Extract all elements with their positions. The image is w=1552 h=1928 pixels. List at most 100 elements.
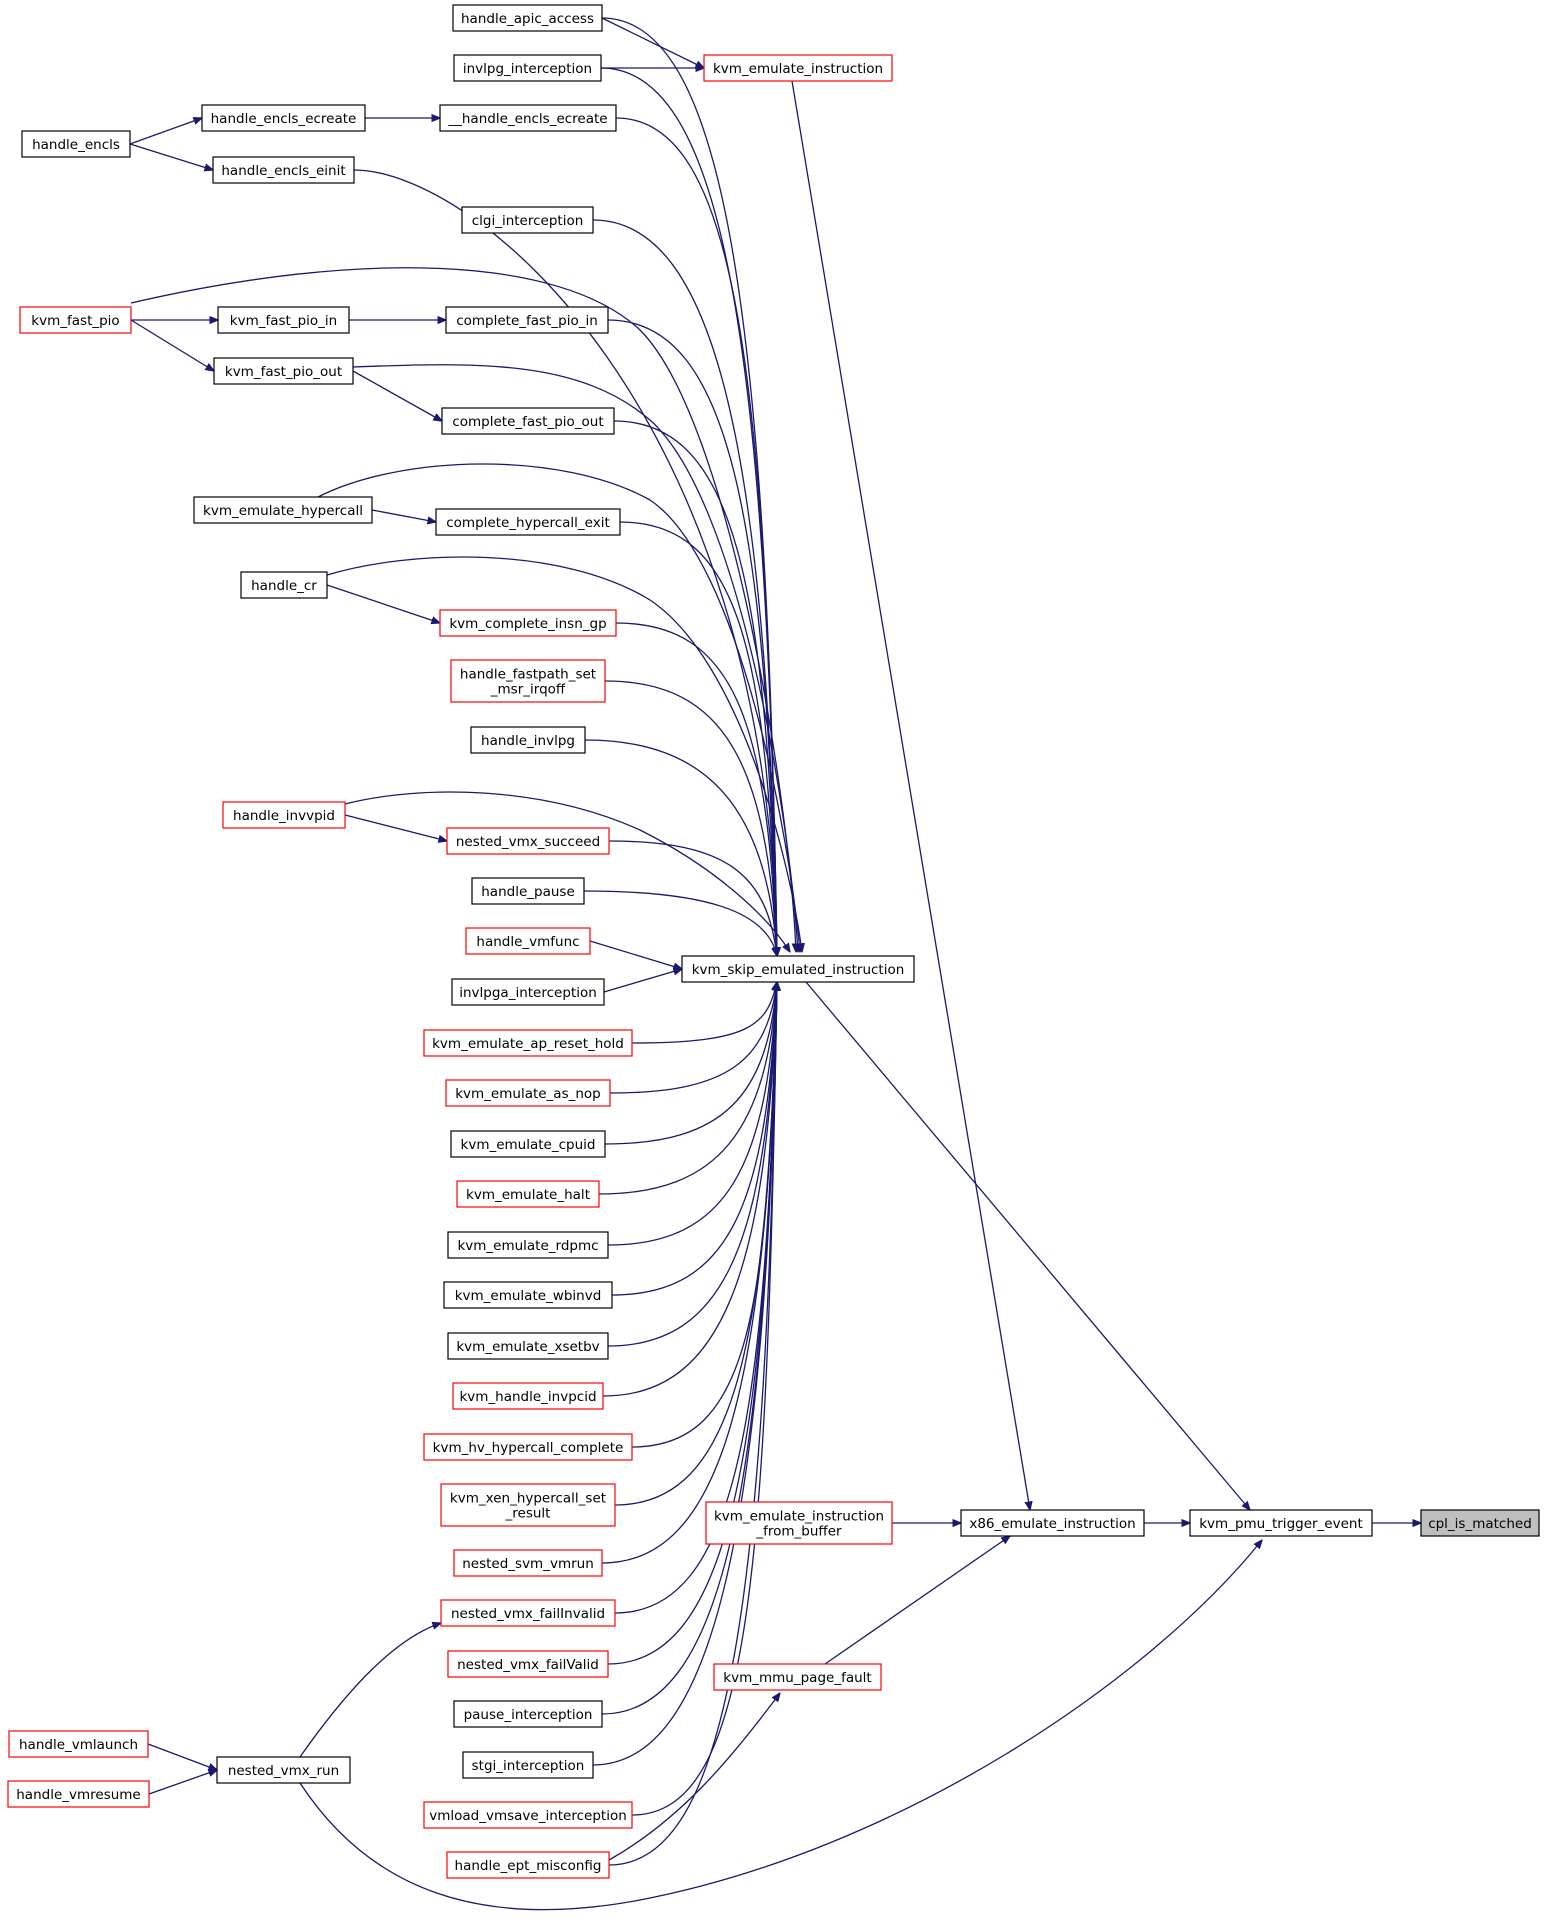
node-handle_vmlaunch[interactable]: handle_vmlaunch: [8, 1730, 149, 1758]
edge-handle_apic_access-to-kvm_skip_emulated_instruction: [601, 17, 777, 956]
node-kvm_emulate_cpuid[interactable]: kvm_emulate_cpuid: [450, 1130, 606, 1158]
node-label: kvm_xen_hypercall_set: [450, 1491, 606, 1507]
node-label: kvm_emulate_ap_reset_hold: [432, 1036, 624, 1052]
node-kvm_hv_hypercall_complete[interactable]: kvm_hv_hypercall_complete: [423, 1433, 633, 1461]
node-handle_vmfunc[interactable]: handle_vmfunc: [465, 927, 591, 955]
edge-kvm_fast_pio_out-to-kvm_skip_emulated_instruction: [352, 364, 798, 952]
node-clgi_interception[interactable]: clgi_interception: [461, 206, 594, 234]
node-kvm_emulate_instruction_from_buffer[interactable]: kvm_emulate_instruction_from_buffer: [705, 1501, 893, 1545]
node-label: kvm_fast_pio: [31, 313, 119, 329]
node-kvm_emulate_rdpmc[interactable]: kvm_emulate_rdpmc: [447, 1231, 609, 1259]
edge-kvm_emulate_hypercall-to-complete_hypercall_exit: [371, 509, 436, 522]
edge-invlpg_interception-to-kvm_skip_emulated_instruction: [600, 67, 777, 956]
node-kvm_mmu_page_fault[interactable]: kvm_mmu_page_fault: [713, 1663, 882, 1691]
edge-kvm_emulate_instruction-to-x86_emulate_instruction: [791, 80, 1030, 1510]
node-complete_fast_pio_in[interactable]: complete_fast_pio_in: [445, 306, 609, 334]
node-nested_vmx_failInvalid[interactable]: nested_vmx_failInvalid: [440, 1599, 616, 1627]
node-label: handle_vmlaunch: [19, 1737, 138, 1753]
node-kvm_emulate_as_nop[interactable]: kvm_emulate_as_nop: [445, 1079, 611, 1107]
edge-handle_encls-to-handle_encls_ecreate: [129, 118, 202, 145]
node-kvm_xen_hypercall_set_result[interactable]: kvm_xen_hypercall_set_result: [440, 1483, 616, 1527]
node-stgi_interception[interactable]: stgi_interception: [462, 1751, 594, 1779]
node-__handle_encls_ecreate[interactable]: __handle_encls_ecreate: [439, 104, 617, 132]
node-label: clgi_interception: [472, 213, 584, 229]
node-pause_interception[interactable]: pause_interception: [453, 1700, 603, 1728]
node-label: kvm_emulate_as_nop: [455, 1086, 601, 1102]
node-complete_fast_pio_out[interactable]: complete_fast_pio_out: [441, 407, 615, 435]
node-handle_encls_einit[interactable]: handle_encls_einit: [212, 156, 355, 184]
node-handle_fastpath_set_msr_irqoff[interactable]: handle_fastpath_set_msr_irqoff: [450, 659, 606, 703]
node-label: nested_vmx_run: [228, 1763, 339, 1779]
node-invlpga_interception[interactable]: invlpga_interception: [451, 978, 605, 1006]
edge-pause_interception-to-kvm_skip_emulated_instruction: [601, 982, 777, 1715]
node-label: pause_interception: [464, 1707, 593, 1723]
node-label: complete_fast_pio_out: [452, 414, 603, 430]
node-handle_ept_misconfig[interactable]: handle_ept_misconfig: [446, 1851, 610, 1879]
node-label: _result: [505, 1506, 551, 1522]
node-label: kvm_pmu_trigger_event: [1199, 1516, 1363, 1532]
edge-kvm_emulate_xsetbv-to-kvm_skip_emulated_instruction: [607, 982, 777, 1347]
node-handle_invlpg[interactable]: handle_invlpg: [470, 726, 586, 754]
edge-kvm_skip_emulated_instruction-to-kvm_pmu_trigger_event: [805, 981, 1250, 1510]
edge-kvm_emulate_cpuid-to-kvm_skip_emulated_instruction: [604, 982, 777, 1145]
node-label: kvm_mmu_page_fault: [723, 1670, 871, 1686]
node-kvm_emulate_wbinvd[interactable]: kvm_emulate_wbinvd: [443, 1281, 613, 1309]
node-nested_svm_vmrun[interactable]: nested_svm_vmrun: [453, 1549, 603, 1577]
node-kvm_pmu_trigger_event[interactable]: kvm_pmu_trigger_event: [1189, 1509, 1373, 1537]
edges-layer: [129, 17, 1421, 1911]
node-kvm_handle_invpcid[interactable]: kvm_handle_invpcid: [452, 1382, 604, 1410]
edge-__handle_encls_ecreate-to-kvm_skip_emulated_instruction: [615, 117, 777, 956]
node-label: kvm_emulate_cpuid: [461, 1137, 596, 1153]
node-kvm_fast_pio_in[interactable]: kvm_fast_pio_in: [217, 306, 350, 334]
edge-handle_ept_misconfig-to-kvm_skip_emulated_instruction: [608, 982, 777, 1866]
node-vmload_vmsave_interception[interactable]: vmload_vmsave_interception: [423, 1801, 633, 1829]
node-label: _msr_irqoff: [490, 682, 566, 698]
node-label: handle_encls_ecreate: [211, 111, 357, 127]
edge-kvm_emulate_hypercall-to-kvm_skip_emulated_instruction: [317, 463, 800, 952]
node-kvm_complete_insn_gp[interactable]: kvm_complete_insn_gp: [439, 609, 617, 637]
edge-nested_vmx_run-to-kvm_pmu_trigger_event: [299, 1540, 1262, 1911]
node-handle_encls_ecreate[interactable]: handle_encls_ecreate: [201, 104, 366, 132]
node-label: handle_pause: [481, 884, 575, 900]
node-invlpg_interception[interactable]: invlpg_interception: [453, 54, 602, 82]
node-kvm_emulate_hypercall[interactable]: kvm_emulate_hypercall: [193, 496, 373, 524]
node-kvm_emulate_instruction[interactable]: kvm_emulate_instruction: [703, 54, 893, 82]
node-nested_vmx_succeed[interactable]: nested_vmx_succeed: [446, 827, 610, 855]
edge-complete_fast_pio_out-to-kvm_skip_emulated_instruction: [613, 420, 777, 956]
node-handle_pause[interactable]: handle_pause: [471, 877, 585, 905]
nodes-layer: cpl_is_matched kvm_pmu_trigger_event x86_e…: [7, 4, 1540, 1879]
node-x86_emulate_instruction[interactable]: x86_emulate_instruction: [960, 1509, 1145, 1537]
node-label: handle_cr: [251, 578, 317, 594]
node-handle_invvpid[interactable]: handle_invvpid: [222, 801, 346, 829]
node-handle_apic_access[interactable]: handle_apic_access: [452, 4, 603, 32]
node-label: handle_invlpg: [481, 733, 575, 749]
node-kvm_emulate_xsetbv[interactable]: kvm_emulate_xsetbv: [447, 1332, 609, 1360]
node-nested_vmx_run[interactable]: nested_vmx_run: [216, 1756, 351, 1784]
node-kvm_emulate_halt[interactable]: kvm_emulate_halt: [456, 1180, 600, 1208]
edge-handle_invvpid-to-nested_vmx_succeed: [344, 814, 447, 841]
edge-handle_apic_access-to-kvm_emulate_instruction: [601, 17, 704, 68]
node-kvm_skip_emulated_instruction[interactable]: kvm_skip_emulated_instruction: [681, 955, 915, 983]
node-handle_encls[interactable]: handle_encls: [21, 130, 131, 158]
node-cpl_is_matched[interactable]: cpl_is_matched: [1420, 1509, 1540, 1537]
node-label: handle_encls: [32, 137, 120, 153]
node-label: handle_apic_access: [461, 11, 594, 27]
node-label: handle_ept_misconfig: [455, 1858, 602, 1874]
node-label: vmload_vmsave_interception: [429, 1808, 627, 1824]
node-label: kvm_emulate_instruction: [713, 61, 883, 77]
node-handle_cr[interactable]: handle_cr: [240, 571, 328, 599]
node-label: handle_fastpath_set: [460, 667, 596, 683]
node-kvm_fast_pio_out[interactable]: kvm_fast_pio_out: [213, 357, 354, 385]
node-label: kvm_emulate_instruction: [714, 1509, 884, 1525]
node-handle_vmresume[interactable]: handle_vmresume: [7, 1780, 150, 1808]
node-kvm_fast_pio[interactable]: kvm_fast_pio: [19, 306, 132, 334]
node-label: kvm_handle_invpcid: [459, 1389, 596, 1405]
node-nested_vmx_failValid[interactable]: nested_vmx_failValid: [447, 1650, 609, 1678]
edge-handle_vmresume-to-nested_vmx_run: [148, 1770, 217, 1795]
node-complete_hypercall_exit[interactable]: complete_hypercall_exit: [435, 508, 621, 536]
node-label: handle_vmfunc: [476, 934, 579, 950]
edge-kvm_fast_pio_out-to-complete_fast_pio_out: [352, 370, 442, 421]
node-kvm_emulate_ap_reset_hold[interactable]: kvm_emulate_ap_reset_hold: [423, 1029, 633, 1057]
node-label: kvm_emulate_wbinvd: [455, 1288, 602, 1304]
